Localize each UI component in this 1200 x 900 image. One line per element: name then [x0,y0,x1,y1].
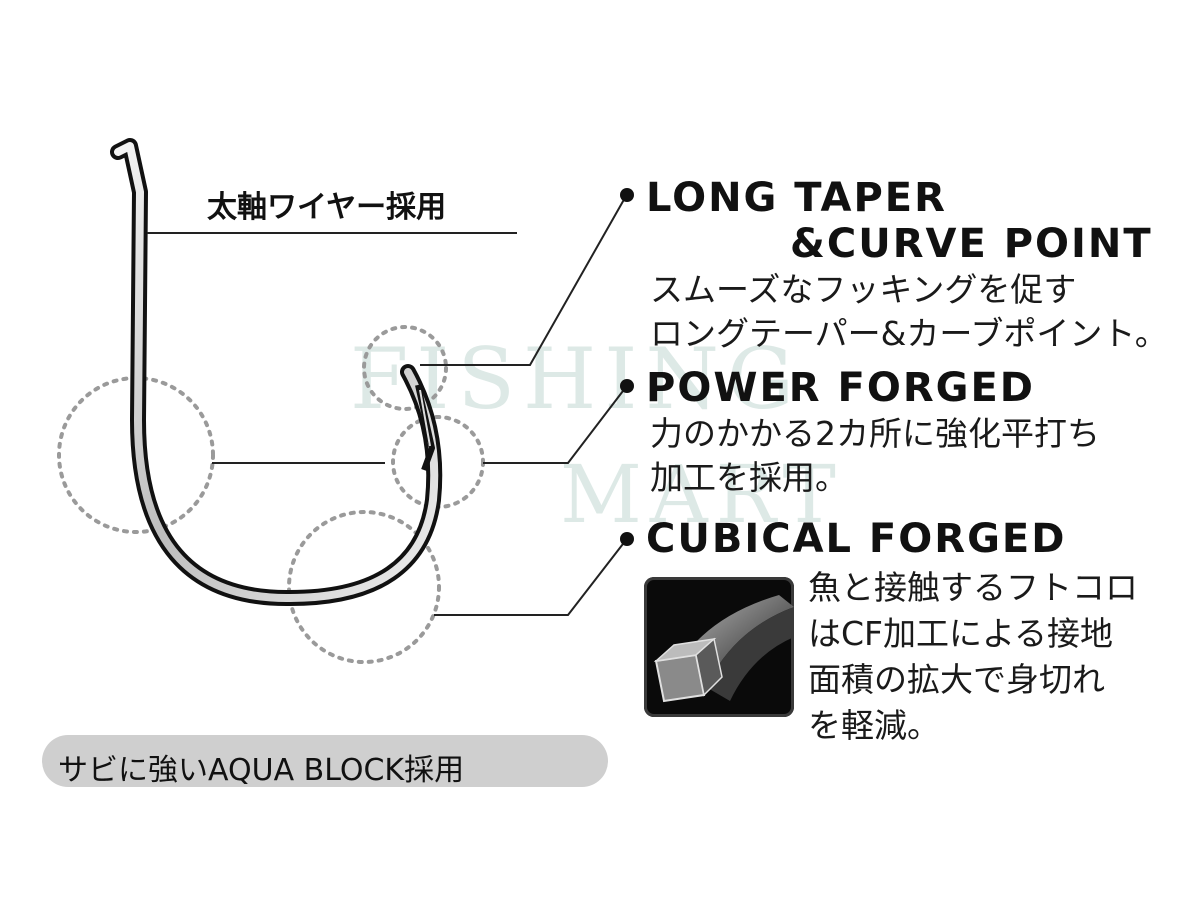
cubical-forged-desc-line: 面積の拡大で身切れ [808,660,1105,699]
dotted-circle-bend [287,510,441,664]
watermark-line-2: MART [560,448,844,541]
hook-body [110,138,443,607]
leader-long-taper [420,195,627,366]
bullet-power-forged [620,379,634,393]
long-taper-desc-line: スムーズなフッキングを促す [650,270,1077,309]
power-forged-heading: POWER FORGED [646,365,1035,411]
cubical-forged-desc-line: を軽減。 [808,706,940,745]
cubical-forged-desc-line: はCF加工による接地 [808,614,1114,653]
power-forged-desc-line: 力のかかる2カ所に強化平打ち [650,414,1100,453]
bullet-long-taper [620,188,634,202]
leader-power-forged-right [483,386,627,464]
cubical-forged-heading: CUBICAL FORGED [646,516,1067,562]
leader-cubical-forged [434,539,627,616]
leader-lines [147,195,627,616]
power-forged-desc-line: 加工を採用。 [650,458,848,497]
cubical-forged-cross-section-icon [644,577,794,717]
cubical-forged-description: 魚と接触するフトコロ はCF加工による接地 面積の拡大で身切れ を軽減。 [808,565,1138,749]
long-taper-heading-line2: &CURVE POINT [790,221,1153,267]
power-forged-description: 力のかかる2カ所に強化平打ち 加工を採用。 [650,412,1100,500]
aqua-block-label: サビに強いAQUA BLOCK採用 [58,753,465,788]
long-taper-description: スムーズなフッキングを促す ロングテーパー&カーブポイント。 [650,268,1168,356]
dotted-circle-point [362,325,448,411]
aqua-block-badge [42,735,608,787]
cubical-forged-desc-line: 魚と接触するフトコロ [808,568,1138,607]
long-taper-heading-line1: LONG TAPER [646,175,947,221]
long-taper-desc-line: ロングテーパー&カーブポイント。 [650,314,1168,353]
bullet-cubical-forged [620,532,634,546]
thick-wire-label: 太軸ワイヤー採用 [207,190,447,225]
